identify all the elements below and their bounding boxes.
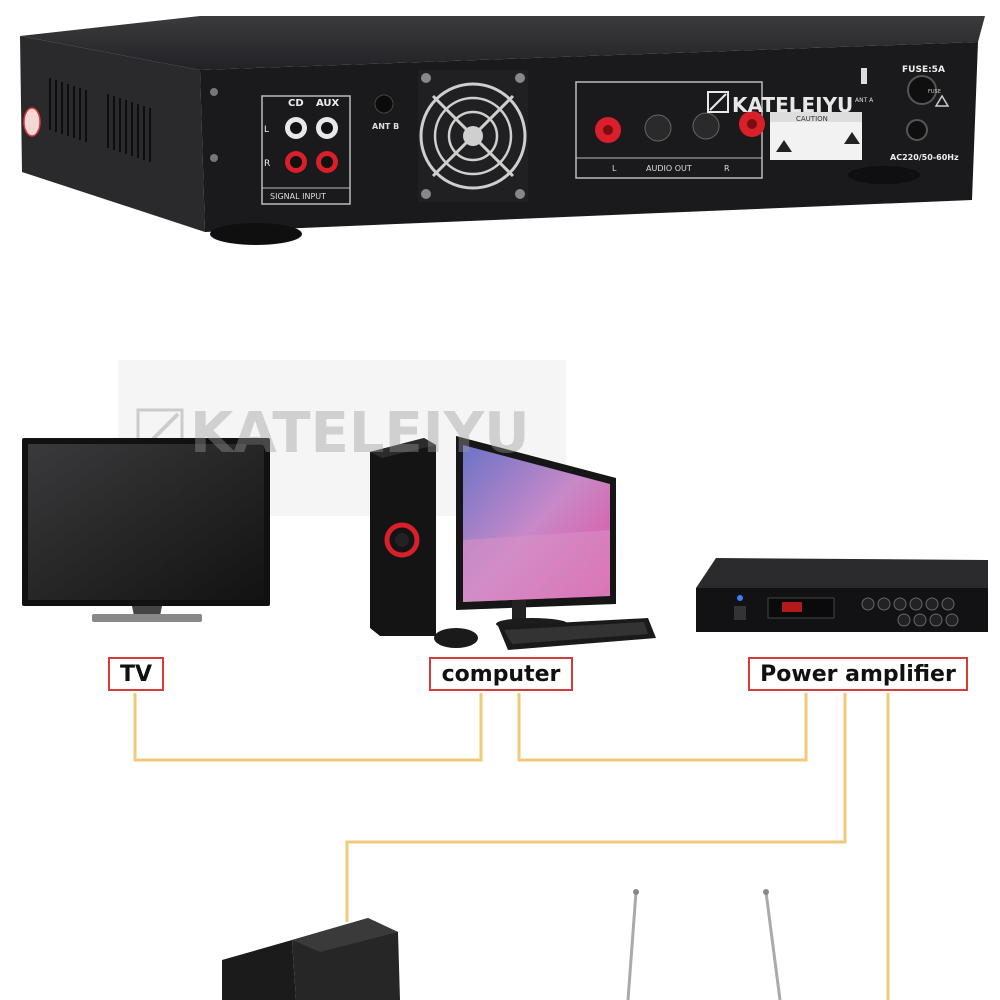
power-cord-grommet bbox=[906, 119, 928, 141]
side-vent bbox=[49, 78, 151, 162]
computer-illustration bbox=[370, 436, 656, 650]
power-rating-text: AC220/50-60Hz bbox=[890, 153, 959, 162]
computer-label: computer bbox=[429, 657, 573, 691]
fuse-rating-text: FUSE:5A bbox=[902, 65, 945, 75]
connection-wires bbox=[133, 693, 890, 1000]
input-left-text: L bbox=[264, 125, 269, 135]
wireless-antennas bbox=[626, 889, 782, 1000]
tv-label: TV bbox=[108, 657, 164, 691]
aux-text: AUX bbox=[316, 98, 340, 109]
audio-out-left-text: L bbox=[612, 164, 617, 173]
audio-out-text: AUDIO OUT bbox=[646, 164, 692, 173]
power-amplifier-label: Power amplifier bbox=[748, 657, 968, 691]
signal-input-panel bbox=[261, 95, 351, 205]
computer-power-button bbox=[384, 522, 420, 558]
ant-b-socket bbox=[374, 94, 394, 114]
audio-out-panel bbox=[575, 81, 765, 179]
power-amplifier-label-text: Power amplifier bbox=[760, 661, 956, 687]
right-negative-terminal bbox=[692, 112, 720, 140]
tv-illustration bbox=[22, 438, 270, 622]
warranty-sticker bbox=[23, 107, 41, 137]
fuse-holder bbox=[907, 75, 937, 105]
ant-a-socket bbox=[861, 68, 867, 84]
input-right-text: R bbox=[264, 159, 270, 169]
rubber-foot bbox=[210, 223, 302, 245]
caution-label bbox=[770, 112, 862, 160]
computer-to-amplifier-wire bbox=[517, 693, 808, 762]
screw bbox=[210, 154, 218, 162]
amplifier-panel-text: CD AUX L R SIGNAL INPUT ANT B ANT A AUDI… bbox=[190, 65, 959, 466]
tv-to-computer-wire bbox=[133, 693, 483, 762]
ant-b-text: ANT B bbox=[372, 122, 399, 131]
small-watermark-logo-icon bbox=[707, 91, 729, 113]
fuse-text: FUSE bbox=[928, 89, 941, 95]
audio-out-right-text: R bbox=[724, 164, 730, 173]
cooling-fan bbox=[418, 70, 528, 202]
caution-text: CAUTION bbox=[796, 115, 828, 123]
power-amplifier-illustration bbox=[696, 558, 988, 632]
small-watermark-text: KATELEIYU bbox=[732, 93, 853, 117]
left-negative-terminal bbox=[644, 114, 672, 142]
warning-icon bbox=[934, 94, 950, 107]
rubber-foot bbox=[848, 166, 920, 184]
ant-a-text: ANT A bbox=[855, 97, 874, 104]
computer-label-text: computer bbox=[441, 661, 561, 687]
cd-text: CD bbox=[288, 98, 304, 109]
speaker-pair bbox=[222, 918, 400, 1000]
mouse bbox=[434, 628, 478, 648]
amplifier-to-speaker-wire bbox=[345, 693, 847, 922]
amplifier-rear-panel bbox=[20, 16, 985, 245]
watermark-text: KATELEIYU bbox=[190, 401, 530, 466]
screw bbox=[210, 88, 218, 96]
signal-input-text: SIGNAL INPUT bbox=[270, 192, 326, 201]
tv-label-text: TV bbox=[119, 661, 153, 687]
